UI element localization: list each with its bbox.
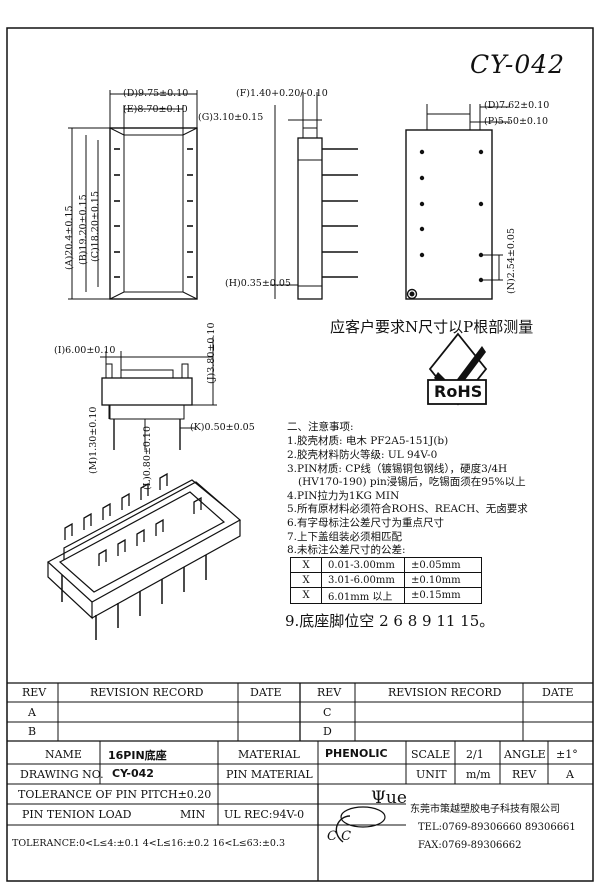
tol-x: X — [290, 557, 322, 573]
logo-cc: C C — [327, 829, 352, 844]
customer-note: 应客户要求N尺寸以P根部测量 — [330, 318, 534, 336]
pin-tension-min: MIN — [180, 808, 206, 821]
record-header-right: REVISION RECORD — [388, 686, 502, 699]
note-8: 8.未标注公差尺寸的公差: — [287, 544, 406, 556]
tol-value: ±0.05mm — [404, 557, 482, 573]
note-2: 2.胶壳材料防火等级: UL 94V-0 — [287, 449, 438, 461]
dim-p: (P)5.50±0.10 — [484, 116, 549, 127]
pitch-tolerance: TOLERANCE OF PIN PITCH±0.20 — [18, 788, 212, 801]
tol-range: 3.01-6.00mm — [321, 572, 405, 588]
pin-tension-label: PIN TENION LOAD — [22, 808, 132, 821]
top-view — [68, 90, 198, 300]
angle-value: ±1° — [556, 748, 578, 761]
dim-e: (E)8.70±0.10 — [123, 104, 188, 115]
dim-n: (N)2.54±0.05 — [506, 228, 517, 294]
dim-d: (D)9.75±0.10 — [123, 88, 189, 99]
note-5: 5.所有原材料必须符合ROHS、REACH、无卤要求 — [287, 503, 528, 515]
dim-i: (I)6.00±0.10 — [54, 345, 116, 356]
drawing-no-label: DRAWING NO. — [20, 768, 104, 781]
record-header-left: REVISION RECORD — [90, 686, 204, 699]
note-6: 6.有字母标注公差尺寸为重点尺寸 — [287, 517, 445, 529]
isometric-view — [46, 472, 242, 640]
unit-value: m/m — [466, 768, 491, 781]
rev-header-left: REV — [22, 686, 47, 699]
rev-row-b: B — [28, 725, 37, 738]
table-row: X 3.01-6.00mm ±0.10mm — [290, 572, 482, 588]
tol-value: ±0.15mm — [404, 587, 482, 604]
note-9: 9.底座脚位空 2 6 8 9 11 15。 — [285, 612, 495, 630]
note-4: 4.PIN拉力为1KG MIN — [287, 490, 400, 502]
dim-j: (J)3.80±0.10 — [206, 322, 217, 385]
pin-material-label: PIN MATERIAL — [226, 768, 313, 781]
rev-row-c: C — [323, 706, 332, 719]
dim-c: (C)18.20±0.15 — [90, 191, 101, 262]
date-header-left: DATE — [250, 686, 282, 699]
table-row: X 6.01mm 以上 ±0.15mm — [290, 587, 482, 604]
rohs-label: RoHS — [434, 382, 483, 401]
dim-b: (B)19.20±0.15 — [78, 194, 89, 265]
logo-psi: Ψue — [371, 788, 407, 808]
unit-label: UNIT — [416, 768, 447, 781]
scale-label: SCALE — [411, 748, 451, 761]
rev-row-a: A — [28, 706, 36, 719]
name-label: NAME — [45, 748, 82, 761]
rev-value: A — [566, 768, 574, 781]
rev-header-right: REV — [317, 686, 342, 699]
dim-m: (M)1.30±0.10 — [88, 406, 99, 474]
dim-a: (A)20.4±0.15 — [64, 205, 75, 270]
general-tolerance: TOLERANCE:0<L≤4:±0.1 4<L≤16:±0.2 16<L≤63… — [12, 838, 286, 849]
material-value: PHENOLIC — [325, 747, 388, 760]
side-view — [270, 92, 358, 300]
note-3-cont: (HV170-190) pin浸锡后，吃锡面须在95%以上 — [298, 476, 526, 488]
dim-k: (K)0.50±0.05 — [190, 422, 255, 433]
notes-heading: 二、注意事项: — [287, 421, 354, 433]
rev-row-d: D — [323, 725, 332, 738]
table-row: X 0.01-3.00mm ±0.05mm — [290, 557, 482, 573]
company-name: 东莞市策越塑胶电子科技有限公司 — [410, 804, 560, 815]
company-logo — [335, 806, 386, 843]
dim-d2: (D)7.62±0.10 — [484, 100, 550, 111]
tol-x: X — [290, 587, 322, 604]
rev-label: REV — [512, 768, 537, 781]
material-label: MATERIAL — [238, 748, 300, 761]
note-1: 1.胶壳材质: 电木 PF2A5-151J(b) — [287, 435, 449, 447]
dim-f: (F)1.40+0.20/-0.10 — [236, 88, 328, 99]
tol-x: X — [290, 572, 322, 588]
drawing-no-value: CY-042 — [112, 767, 154, 780]
tol-range: 0.01-3.00mm — [321, 557, 405, 573]
ul-rec: UL REC:94V-0 — [224, 808, 305, 821]
note-7: 7.上下盖组装必须相匹配 — [287, 531, 403, 543]
front-view — [100, 337, 217, 450]
date-header-right: DATE — [542, 686, 574, 699]
dim-h: (H)0.35±0.05 — [225, 278, 291, 289]
note-3: 3.PIN材质: CP线（镀锡铜包钢线），硬度3/4H — [287, 463, 508, 475]
scale-value: 2/1 — [466, 748, 484, 761]
company-fax: FAX:0769-89306662 — [418, 840, 522, 851]
tol-value: ±0.10mm — [404, 572, 482, 588]
angle-label: ANGLE — [504, 748, 546, 761]
name-value: 16PIN底座 — [108, 749, 167, 762]
tolerance-table: X 0.01-3.00mm ±0.05mm X 3.01-6.00mm ±0.1… — [290, 557, 482, 604]
dim-g: (G)3.10±0.15 — [198, 112, 264, 123]
company-tel: TEL:0769-89306660 89306661 — [418, 822, 576, 833]
revision-grid — [7, 682, 593, 742]
bottom-view — [405, 104, 510, 300]
title-block-grid — [7, 741, 593, 881]
drawing-title: CY-042 — [470, 50, 566, 79]
dim-l: (L)0.80±0.10 — [142, 426, 153, 490]
rohs-logo — [427, 332, 488, 406]
tol-range: 6.01mm 以上 — [321, 587, 405, 604]
